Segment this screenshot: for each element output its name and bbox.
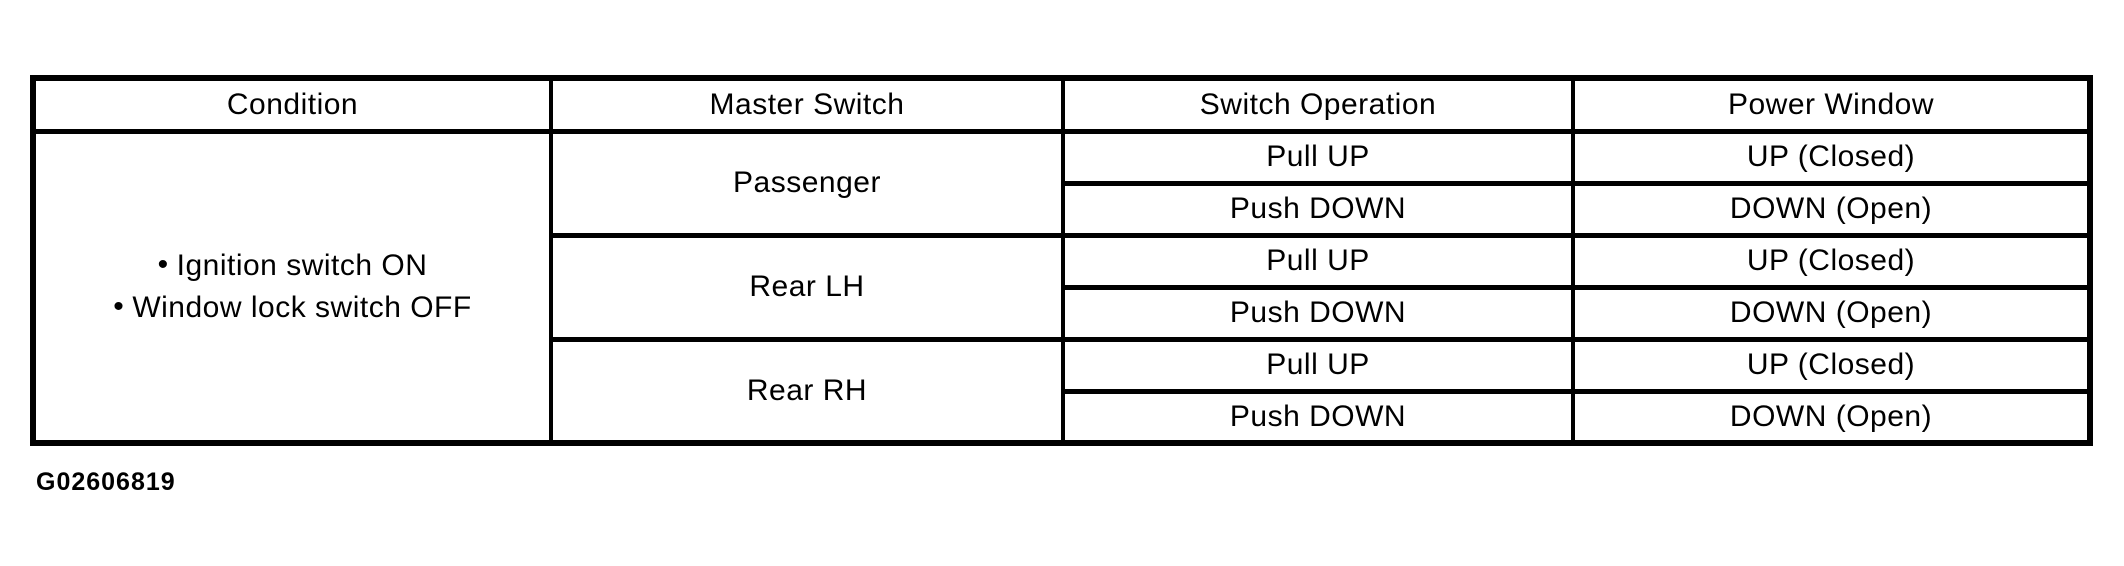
table-row: •Ignition switch ON •Window lock switch … — [31, 128, 2092, 446]
col-header-power-window: Power Window — [1571, 75, 2092, 134]
power-window-cell: UP (Closed) — [1571, 336, 2092, 394]
switch-operation-cell: Push DOWN — [1061, 284, 1575, 342]
switch-operation-cell: Pull UP — [1061, 336, 1575, 394]
condition-item-text: Ignition switch ON — [176, 248, 428, 282]
col-header-switch-operation: Switch Operation — [1061, 75, 1575, 134]
power-window-cell: DOWN (Open) — [1571, 284, 2092, 342]
power-window-operation-table: Condition Master Switch Switch Operation… — [30, 75, 2093, 446]
master-switch-cell-passenger: Passenger — [549, 128, 1065, 238]
power-window-cell: UP (Closed) — [1571, 232, 2092, 290]
switch-operation-cell: Push DOWN — [1061, 388, 1575, 446]
condition-item-text: Window lock switch OFF — [132, 290, 472, 324]
switch-operation-cell: Pull UP — [1061, 128, 1575, 186]
bullet-icon: • — [113, 289, 125, 323]
power-window-cell: DOWN (Open) — [1571, 180, 2092, 238]
table-row: Push DOWN DOWN (Open) — [33, 180, 2092, 238]
table-row: Push DOWN DOWN (Open) — [33, 388, 2092, 446]
master-switch-cell-rear-rh: Rear RH — [549, 336, 1065, 446]
col-header-condition: Condition — [31, 75, 553, 134]
table-row: Push DOWN DOWN (Open) — [33, 284, 2092, 342]
switch-operation-cell: Push DOWN — [1061, 180, 1575, 238]
power-window-cell: UP (Closed) — [1571, 128, 2092, 186]
power-window-cell: DOWN (Open) — [1571, 388, 2092, 446]
condition-item-ignition: •Ignition switch ON — [36, 245, 549, 287]
table-row: Rear RH Pull UP UP (Closed) — [33, 336, 2092, 446]
condition-item-window-lock: •Window lock switch OFF — [36, 287, 549, 329]
table-row: Rear LH Pull UP UP (Closed) — [33, 232, 2092, 342]
figure-id: G02606819 — [36, 468, 176, 496]
switch-operation-cell: Pull UP — [1061, 232, 1575, 290]
bullet-icon: • — [157, 247, 169, 281]
condition-cell: •Ignition switch ON •Window lock switch … — [31, 128, 553, 446]
header-row: Condition Master Switch Switch Operation… — [31, 75, 2092, 134]
master-switch-cell-rear-lh: Rear LH — [549, 232, 1065, 342]
col-header-master-switch: Master Switch — [549, 75, 1065, 134]
